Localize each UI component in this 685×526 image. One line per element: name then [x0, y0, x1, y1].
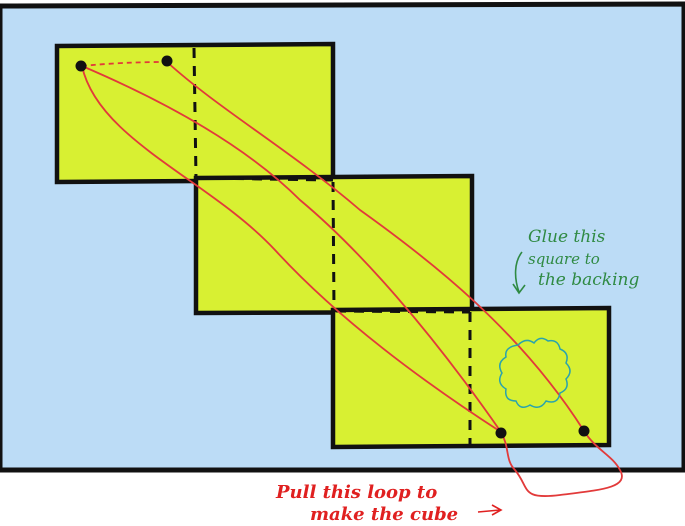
glue-note-line2: square to	[528, 250, 600, 268]
hole-dot-top-right	[162, 56, 173, 67]
hole-dot-bottom-right	[579, 426, 590, 437]
caption-arrow-icon	[478, 505, 501, 515]
caption-line2: make the cube	[310, 504, 458, 525]
hole-dot-top-left	[76, 61, 87, 72]
glue-note-line1: Glue this	[528, 227, 606, 247]
glue-note-line3: the backing	[538, 270, 639, 290]
caption-line1: Pull this loop to	[275, 482, 437, 503]
hole-dot-bottom-left	[496, 428, 507, 439]
